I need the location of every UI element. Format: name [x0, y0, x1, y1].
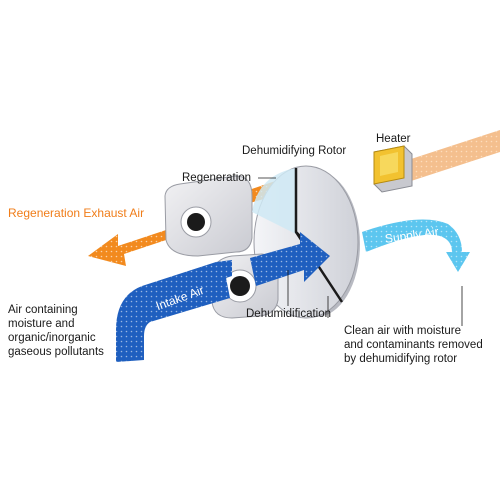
regeneration-exhaust-label: Regeneration Exhaust Air — [8, 206, 145, 220]
air-containing-label: Air containing moisture and organic/inor… — [8, 304, 104, 358]
heater-inlet-flow — [408, 130, 500, 182]
heater — [373, 145, 413, 193]
intake-air-arrow — [116, 232, 330, 362]
leader-lines — [258, 177, 463, 326]
regeneration-fan — [164, 175, 253, 257]
clean-air-label: Clean air with moisture and contaminants… — [344, 325, 483, 365]
dehumidification-label: Dehumidification — [246, 308, 332, 320]
supply-air-arrow — [362, 219, 470, 272]
heater-label: Heater — [376, 133, 411, 145]
regeneration-label: Regeneration — [182, 172, 252, 184]
rotor-label: Dehumidifying Rotor — [242, 145, 347, 157]
dehumidifying-rotor — [252, 165, 360, 319]
